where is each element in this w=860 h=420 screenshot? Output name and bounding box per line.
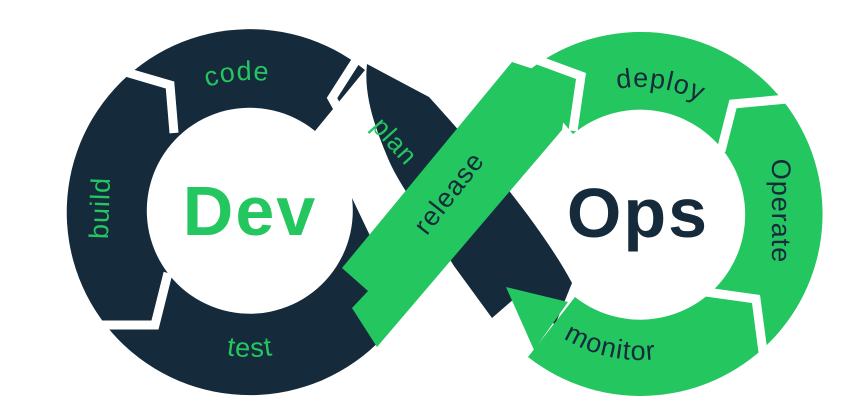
release-band bbox=[342, 62, 570, 347]
ops-ring bbox=[523, 31, 823, 396]
build-label: build bbox=[84, 176, 116, 239]
chevron-cut-dev-upper-left bbox=[110, 63, 179, 134]
dev-ring bbox=[66, 29, 406, 396]
dev-label: Dev bbox=[183, 172, 317, 250]
operate-label: Operate bbox=[766, 159, 796, 264]
chevron-cut-ops-release-junction bbox=[522, 50, 586, 132]
ops-label: Ops bbox=[567, 174, 709, 252]
test-label: test bbox=[226, 331, 275, 363]
chevron-cut-dev-plan-junction bbox=[326, 59, 359, 133]
chevron-cut-ops-upper-right bbox=[716, 94, 788, 153]
chevron-cut-ops-lower-right bbox=[705, 287, 768, 353]
chevron-cut-dev-lower-left bbox=[100, 271, 173, 330]
monitor-segment-tail bbox=[506, 287, 568, 350]
